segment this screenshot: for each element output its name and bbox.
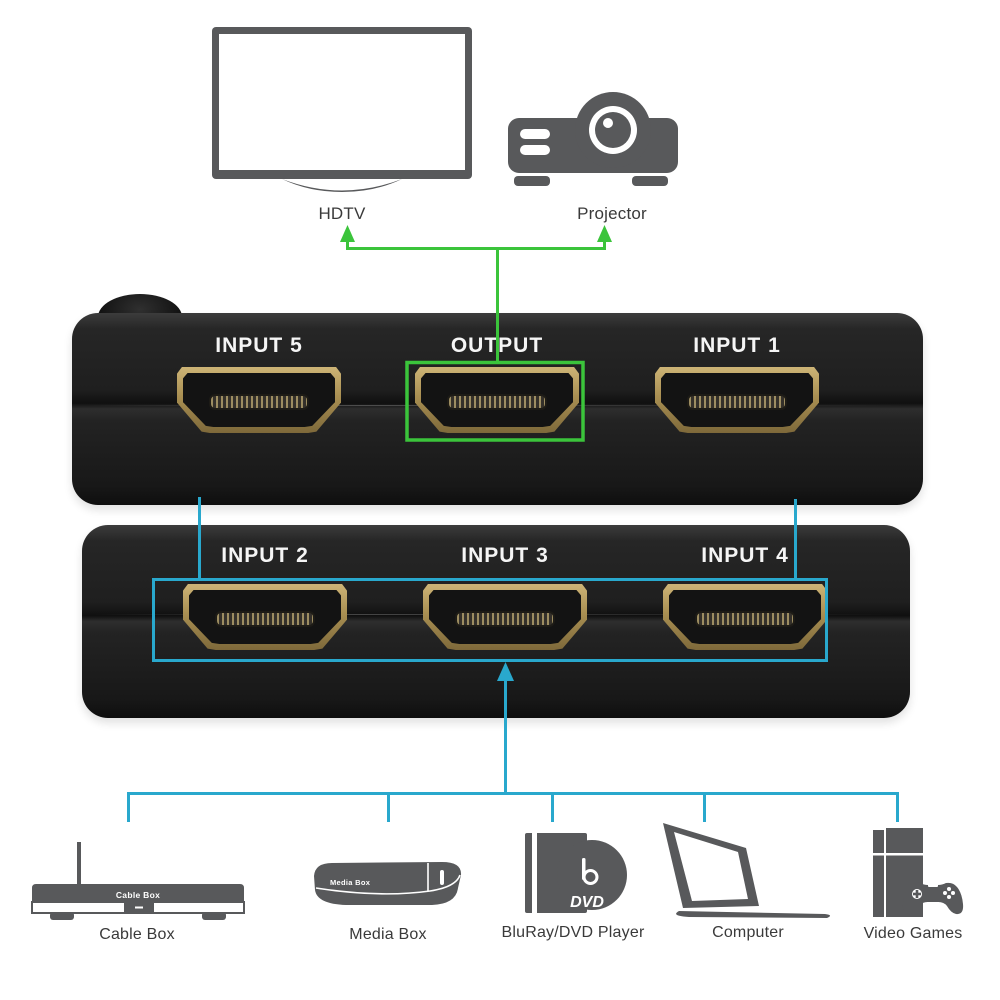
computer-label: Computer [712, 924, 784, 941]
laptop-base [676, 911, 831, 918]
hdmi-port-input2 [183, 584, 347, 650]
arrow-to-projector [597, 225, 612, 242]
cable-box-icon: Cable Box [31, 842, 245, 920]
stick [926, 902, 930, 906]
cable-box-label: Cable Box [99, 926, 175, 943]
bluray-label: BluRay/DVD Player [501, 924, 645, 941]
projector-vent [520, 129, 550, 139]
port-label-input4: INPUT 4 [701, 544, 789, 567]
action-button [943, 891, 947, 895]
bluray-dvd-player-icon: DVD [525, 833, 627, 913]
video-games-label: Video Games [863, 925, 963, 942]
hdmi-pins [209, 394, 309, 410]
media-box-body [314, 862, 462, 905]
stick [936, 902, 940, 906]
port-label-input1: INPUT 1 [693, 334, 781, 357]
console-left-slab [873, 830, 884, 917]
hdmi-pins [687, 394, 787, 410]
projector-foot [514, 176, 550, 186]
hdmi-port-input4 [663, 584, 827, 650]
video-games-icon [873, 828, 964, 917]
tv-stand [282, 179, 402, 192]
hdmi-pins [447, 394, 547, 410]
disc-hole [582, 869, 599, 885]
hdmi-pins [215, 611, 315, 627]
projector-vent [520, 145, 550, 155]
action-button [947, 895, 951, 899]
dvd-text: DVD [570, 894, 604, 911]
hdtv-label: HDTV [318, 204, 366, 223]
hdmi-port-input5 [177, 367, 341, 433]
port-label-output: OUTPUT [450, 334, 544, 357]
media-box-icon: Media Box [314, 862, 462, 905]
hdtv-icon [212, 27, 472, 192]
hdmi-pins [455, 611, 555, 627]
port-label-input2: INPUT 2 [221, 544, 309, 567]
hdmi-port-output [415, 367, 579, 433]
port-label-input3: INPUT 3 [461, 544, 549, 567]
hdmi-port-input3 [423, 584, 587, 650]
media-box-device-text: Media Box [330, 878, 371, 887]
projector-label: Projector [577, 204, 647, 223]
tv-screen [219, 34, 465, 170]
action-button [951, 891, 955, 895]
port-label-input5: INPUT 5 [215, 334, 303, 357]
arrow-to-hdtv [340, 225, 355, 242]
power-slot [440, 870, 444, 885]
laptop-screen [674, 832, 748, 901]
gamepad [902, 882, 964, 915]
cable-box-device-text: Cable Box [116, 890, 160, 900]
computer-icon [663, 823, 831, 918]
cable-box-top [32, 884, 244, 902]
media-box-label: Media Box [349, 926, 427, 943]
hdmi-port-input1 [655, 367, 819, 433]
projector-icon [508, 92, 678, 186]
action-button [947, 887, 951, 891]
projector-foot [632, 176, 668, 186]
hdmi-pins [695, 611, 795, 627]
antenna [77, 842, 81, 888]
dvd-disc [557, 840, 627, 910]
